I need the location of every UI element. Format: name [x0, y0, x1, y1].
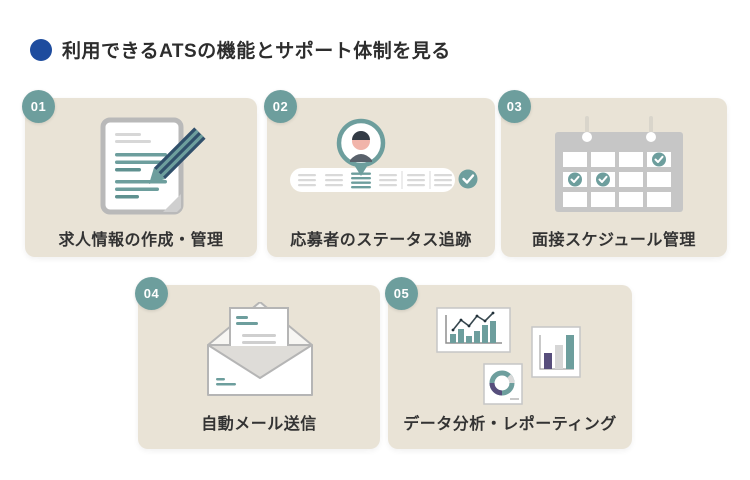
feature-card-02: 02 応募者の [264, 90, 495, 257]
feature-card-03: 03 面接スケジュール管理 [498, 90, 727, 257]
feature-card-label: データ分析・レポーティング [403, 416, 617, 433]
applicant-pin-progress-icon [290, 118, 478, 192]
step-number-badge: 02 [264, 90, 297, 123]
feature-card-05: 05 [385, 277, 632, 449]
feature-card-04: 04 自動メール送信 [135, 277, 380, 449]
feature-card-label: 応募者のステータス追跡 [290, 232, 472, 249]
open-envelope-letter-icon [207, 302, 313, 396]
feature-card-label: 求人情報の作成・管理 [58, 232, 224, 249]
page-title: 利用できるATSの機能とサポート体制を見る [62, 41, 451, 62]
feature-card-label: 面接スケジュール管理 [532, 232, 696, 249]
step-number-badge: 03 [498, 90, 531, 123]
feature-card-01: 01 求人情報の作成・管理 [22, 90, 257, 257]
step-number-badge: 05 [385, 277, 418, 310]
header: 利用できるATSの機能とサポート体制を見る [30, 36, 451, 63]
charts-analytics-icon [436, 307, 581, 405]
step-number-badge: 01 [22, 90, 55, 123]
step-number-badge: 04 [135, 277, 168, 310]
document-pencil-icon [100, 117, 206, 215]
calendar-checks-icon [555, 116, 683, 212]
feature-card-label: 自動メール送信 [201, 416, 317, 433]
bullet-dot-icon [30, 38, 52, 61]
